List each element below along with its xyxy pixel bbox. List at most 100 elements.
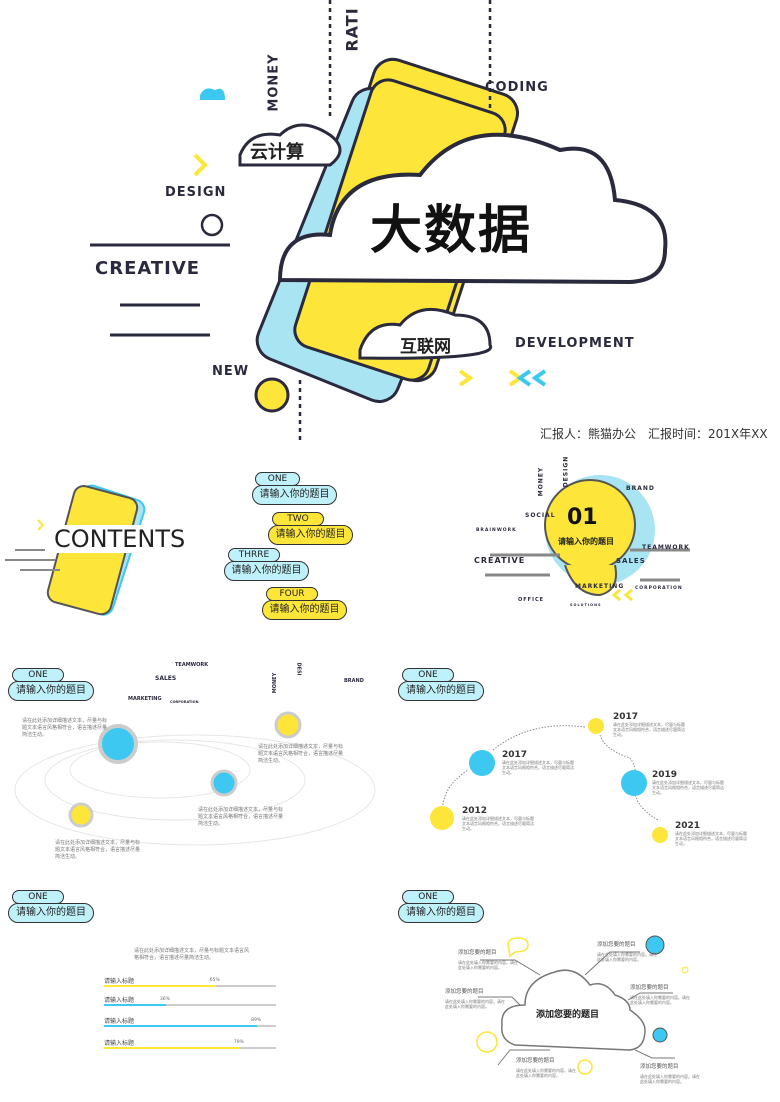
cloud-diagram [476, 935, 689, 1075]
orbit-text: 请在此处添加详细描述文本，尽量与标题文本语言风格相符合，语言描述尽量简洁生动。 [55, 840, 141, 860]
item-text: 请在此处填入你需要的内容。请在此处填入你需要的内容。 [630, 995, 690, 1005]
desc: 请在此处添加详细描述文本，尽量与标题文本语言风格相符合，语言描述尽量简洁生动。 [502, 760, 574, 775]
item-title: 添加您要的题目 [630, 985, 669, 991]
clock-marker [98, 724, 138, 764]
word-development: DEVELOPMENT [515, 336, 635, 351]
item-text: 请在此处填入你需要的内容。请在此处填入你需要的内容。 [597, 952, 657, 962]
item-label: THRRE [228, 548, 280, 562]
report-time-label: 汇报时间：201X年XX [648, 427, 768, 441]
progress-percent: 89% [251, 1018, 262, 1023]
progress-fill [104, 1004, 166, 1006]
chat-icon [652, 827, 668, 843]
cloud-item: 添加您要的题目请在此处填入你需要的内容。请在此处填入你需要的内容。 [445, 987, 505, 1009]
cloud-item: 添加您要的题目请在此处填入你需要的内容。请在此处填入你需要的内容。 [630, 983, 692, 1005]
item-label: FOUR [266, 587, 318, 601]
desc: 请在此处添加详细描述文本，尽量与标题文本语言风格相符合，语言描述尽量简洁生动。 [462, 816, 534, 831]
progress-label: 请输入标题 [104, 1018, 135, 1025]
word-creative: CREATIVE [474, 556, 526, 565]
clock-marker [68, 802, 94, 828]
word-money: MONEY [537, 466, 545, 497]
progress-bar [104, 1047, 276, 1049]
word-sales: SALES [616, 557, 646, 565]
word-office: OFFICE [518, 597, 545, 603]
antenna-icon [621, 770, 647, 796]
progress-bar [104, 1004, 276, 1006]
word-marketing: MARKETING [575, 583, 625, 590]
year: 2012 [462, 806, 488, 816]
word: SALES [155, 675, 177, 682]
header-words: TEAMWORK SALES MARKETING CORPORATION MON… [120, 660, 390, 710]
lightbulb-icon [652, 1027, 668, 1043]
item-title: 请输入你的题目 [262, 600, 347, 620]
tag-cloud-computing: 云计算 [250, 142, 304, 163]
word: MARKETING [128, 696, 162, 702]
item-title: 添加您要的题目 [597, 942, 636, 948]
item-title: 添加您要的题目 [458, 950, 497, 956]
power-icon [588, 718, 604, 734]
item-title: 添加您要的题目 [516, 1058, 555, 1064]
desc: 请在此处添加详细描述文本，尽量与标题文本语言风格相符合，语言描述尽量简洁生动。 [675, 831, 747, 846]
clock-marker [274, 711, 302, 739]
word-social: SOCIAL [525, 512, 556, 519]
header-label: ONE [12, 890, 64, 904]
bulb-illustration [485, 475, 690, 602]
year: 2017 [613, 712, 639, 722]
gear-icon [577, 1059, 593, 1075]
header-title: 请输入你的题目 [398, 903, 484, 923]
orbit-rings [14, 711, 376, 846]
word-coding: CODING [485, 80, 549, 95]
word: CORPORATION [170, 700, 199, 704]
year: 2019 [652, 770, 678, 780]
desc: 请在此处添加详细描述文本，尽量与标题文本语言风格相符合，语言描述尽量简洁生动。 [652, 780, 724, 795]
cloud-item: 添加您要的题目请在此处填入你需要的内容。请在此处填入你需要的内容。 [597, 940, 659, 962]
cloud-item: 添加您要的题目请在此处填入你需要的内容。请在此处填入你需要的内容。 [516, 1056, 576, 1078]
item-title: 添加您要的题目 [640, 1064, 679, 1070]
progress-label: 请输入标题 [104, 997, 135, 1004]
word-money: MONEY [266, 53, 282, 112]
item-label: ONE [255, 472, 300, 486]
orbit-text: 请在此处添加详细描述文本，尽量与标题文本语言风格相符合，语言描述尽量简洁生动。 [258, 744, 344, 764]
cover-title: 大数据 [370, 201, 533, 261]
orbit-text: 请在此处添加详细描述文本，尽量与标题文本语言风格相符合，语言描述尽量简洁生动。 [22, 718, 108, 738]
word-corporation: CORPORATION [635, 586, 683, 591]
timeline-path [430, 718, 668, 843]
tag-internet: 互联网 [400, 337, 451, 357]
section-number: 01 [567, 505, 598, 530]
search-icon [430, 806, 454, 830]
section-slide: 01 请输入你的题目 MONEY DESIGN BRAND SOCIAL BRA… [390, 450, 780, 635]
desc: 请在此处添加详细描述文本，尽量与标题文本语言风格相符合，语言描述尽量简洁生动。 [613, 722, 685, 737]
cloud-item: 添加您要的题目请在此处填入你需要的内容。请在此处填入你需要的内容。 [458, 948, 518, 970]
word-solutions: SOLUTIONS [570, 603, 602, 607]
progress-percent: 36% [159, 997, 170, 1002]
header-title: 请输入你的题目 [8, 681, 94, 701]
word-teamwork: TEAMWORK [642, 544, 690, 551]
clock-icon [645, 935, 665, 955]
progress-label: 请输入标题 [104, 978, 135, 985]
item-title: 请输入你的题目 [268, 525, 353, 545]
item-text: 请在此处填入你需要的内容。请在此处填入你需要的内容。 [458, 960, 518, 970]
cloud-item: 添加您要的题目请在此处填入你需要的内容。请在此处填入你需要的内容。 [640, 1062, 702, 1084]
cover-slide: 大数据 云计算 互联网 RATI MONEY CODING DESIGN CRE… [0, 0, 780, 450]
progress-percent: 65% [209, 978, 220, 983]
progress-fill [104, 1025, 258, 1027]
cloud-center-title: 添加您要的题目 [536, 1010, 600, 1020]
progress-percent: 79% [233, 1040, 244, 1045]
progress-label: 请输入标题 [104, 1040, 135, 1047]
header-title: 请输入你的题目 [398, 681, 484, 701]
item-text: 请在此处填入你需要的内容。请在此处填入你需要的内容。 [516, 1068, 576, 1078]
progress-fill [104, 1047, 240, 1049]
cover-illustration [90, 0, 668, 440]
orbit-text: 请在此处添加详细描述文本，尽量与标题文本语言风格相符合，语言描述尽量简洁生动。 [198, 807, 284, 827]
item-title: 添加您要的题目 [445, 989, 484, 995]
reporter-label: 汇报人：熊猫办公 [540, 427, 637, 441]
word-brainwork: BRAINWORK [476, 528, 517, 533]
progress-bar [104, 1025, 276, 1027]
item-text: 请在此处填入你需要的内容。请在此处填入你需要的内容。 [640, 1074, 700, 1084]
